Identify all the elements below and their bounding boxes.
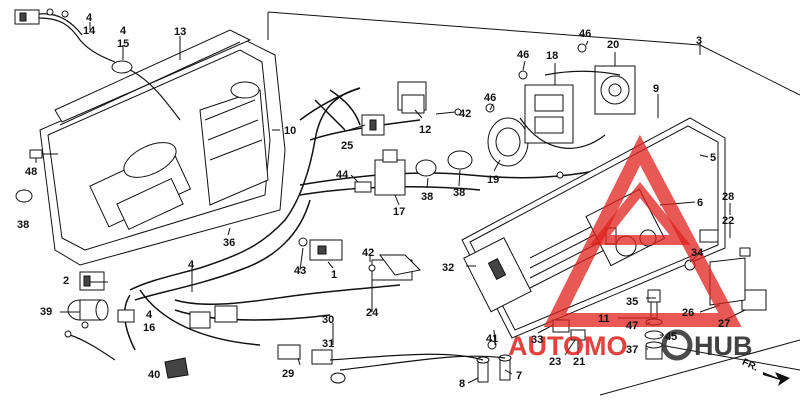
callout-14: 14	[83, 25, 96, 37]
callout-11: 11	[598, 313, 610, 325]
left-small-parts	[15, 149, 189, 379]
callout-1: 1	[331, 269, 337, 281]
callout-27: 27	[718, 318, 730, 330]
watermark-logo: AUTOMO HUB	[508, 134, 753, 361]
callout-31: 31	[322, 338, 334, 350]
callout-38: 38	[421, 191, 433, 203]
callout-labels: 4 14 4 15 13 10 48 38 36 2 39 4 16 40 4 …	[17, 12, 734, 390]
callout-7: 7	[516, 370, 522, 382]
callout-39: 39	[40, 306, 52, 318]
callout-42: 42	[362, 247, 374, 259]
callout-34: 34	[691, 247, 704, 259]
callout-37: 37	[626, 344, 638, 356]
watermark-logo-o	[661, 329, 693, 361]
callout-28: 28	[722, 191, 734, 203]
logo-triangle	[543, 134, 742, 327]
callout-30: 30	[322, 314, 334, 326]
callout-4: 4	[120, 25, 127, 37]
callout-4: 4	[86, 12, 93, 24]
middle-components	[277, 81, 473, 384]
bottom-terminals	[329, 340, 512, 383]
callout-23: 23	[549, 356, 561, 368]
callout-46: 46	[484, 92, 496, 104]
callout-38: 38	[17, 219, 29, 231]
callout-4: 4	[188, 259, 195, 271]
callout-32: 32	[442, 262, 454, 274]
callout-25: 25	[341, 140, 353, 152]
callout-46: 46	[579, 28, 591, 40]
callout-20: 20	[607, 39, 619, 51]
callout-29: 29	[282, 368, 294, 380]
panel-housing	[39, 29, 286, 266]
callout-9: 9	[653, 83, 659, 95]
callout-35: 35	[626, 296, 638, 308]
callout-33: 33	[531, 334, 543, 346]
leader-lines	[35, 22, 746, 384]
callout-16: 16	[143, 322, 155, 334]
callout-47: 47	[626, 320, 638, 332]
watermark-text-right: HUB	[694, 331, 753, 361]
callout-44: 44	[336, 169, 349, 181]
callout-22: 22	[722, 215, 734, 227]
callout-43: 43	[294, 265, 306, 277]
callout-21: 21	[573, 356, 585, 368]
callout-8: 8	[459, 378, 465, 390]
callout-10: 10	[284, 125, 296, 137]
direction-arrow: FR.	[740, 357, 790, 386]
logo-inner-chevron	[589, 181, 691, 245]
callout-2: 2	[63, 275, 69, 287]
callout-13: 13	[174, 26, 186, 38]
callout-6: 6	[697, 197, 703, 209]
callout-18: 18	[546, 50, 558, 62]
callout-26: 26	[682, 307, 694, 319]
callout-15: 15	[117, 38, 129, 50]
callout-36: 36	[223, 237, 235, 249]
callout-17: 17	[393, 206, 405, 218]
callout-41: 41	[486, 333, 498, 345]
callout-42: 42	[459, 108, 471, 120]
callout-38: 38	[453, 187, 465, 199]
watermark-text-left: AUTOMO	[508, 331, 628, 361]
callout-19: 19	[487, 174, 499, 186]
callout-24: 24	[366, 307, 379, 319]
callout-4: 4	[146, 309, 153, 321]
callout-45: 45	[665, 331, 677, 343]
outlets	[485, 43, 636, 167]
callout-5: 5	[710, 152, 716, 164]
callout-46: 46	[517, 49, 529, 61]
callout-3: 3	[696, 35, 702, 47]
callout-12: 12	[419, 124, 431, 136]
connector-14-15	[14, 8, 181, 121]
callout-48: 48	[25, 166, 37, 178]
callout-40: 40	[148, 369, 160, 381]
